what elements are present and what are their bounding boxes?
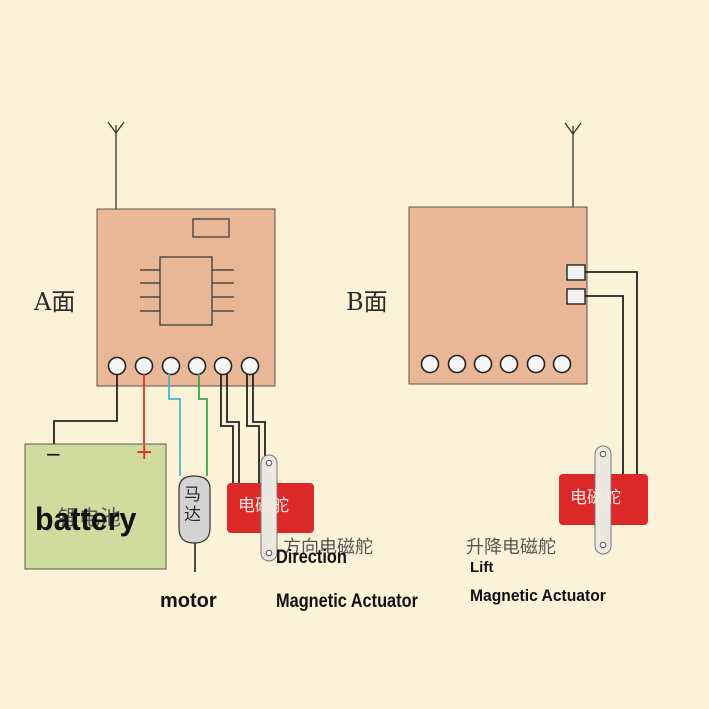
direction-actuator-arm — [260, 454, 278, 562]
battery-minus: − — [45, 442, 62, 466]
board-a-label: A面 — [34, 288, 76, 316]
board-a — [96, 208, 276, 387]
direction-actuator-label-cn: 方向电磁舵 — [283, 537, 373, 558]
board-b-pads — [420, 354, 572, 374]
lift-actuator-arm — [594, 445, 612, 555]
board-a-chip — [140, 256, 234, 326]
direction-actuator-label-en-2: Magnetic Actuator — [276, 591, 418, 612]
lift-actuator-label-cn: 升降电磁舵 — [466, 537, 556, 558]
direction-actuator-label-en-1: Direction — [276, 547, 347, 568]
board-b-antenna — [564, 122, 582, 207]
board-a-pads — [107, 356, 260, 376]
board-a-antenna — [107, 121, 125, 209]
wires-board-b — [585, 271, 638, 474]
battery-body — [24, 443, 167, 570]
motor-label-cn: 马达 — [184, 485, 201, 525]
lift-actuator-body-label: 电磁舵 — [570, 488, 621, 508]
battery-label-cn: 锂电池 — [58, 506, 121, 530]
battery-plus: + — [135, 440, 154, 465]
lift-actuator-label-en-2: Magnetic Actuator — [470, 586, 606, 605]
wires-board-a — [53, 374, 266, 483]
board-b — [408, 206, 588, 385]
board-b-label: B面 — [346, 288, 388, 316]
board-b-connectors — [566, 264, 586, 305]
direction-actuator-body-label: 电磁舵 — [238, 496, 289, 516]
motor-label-en: motor — [160, 590, 217, 612]
board-a-crystal — [192, 218, 230, 238]
motor-body — [178, 475, 211, 544]
battery-label-en: battery — [35, 501, 137, 537]
lift-actuator-label-en-1: Lift — [470, 559, 494, 576]
